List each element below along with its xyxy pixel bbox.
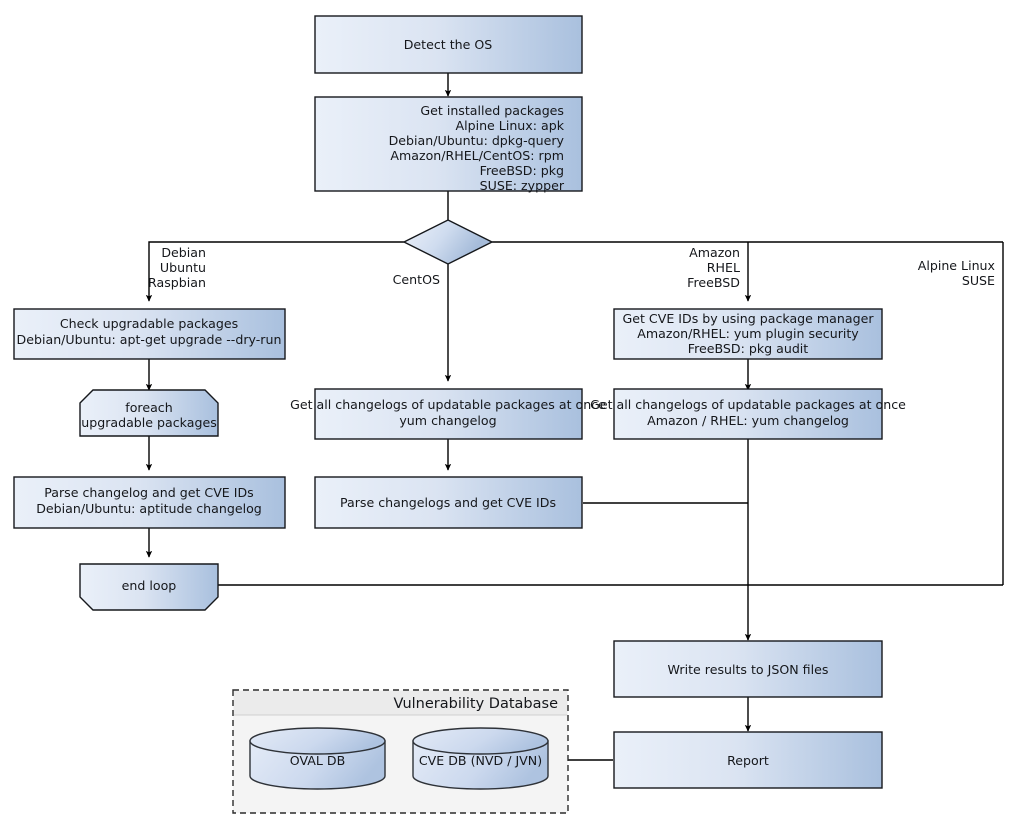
edge-label-amazon-1: RHEL xyxy=(707,260,740,275)
node-check-upgradable-line-1: Debian/Ubuntu: apt-get upgrade --dry-run xyxy=(17,332,282,347)
node-foreach-loop-line-0: foreach xyxy=(125,400,172,415)
node-get-installed-packages-line-2: Debian/Ubuntu: dpkg-query xyxy=(389,133,565,148)
node-get-installed-packages-line-3: Amazon/RHEL/CentOS: rpm xyxy=(390,148,564,163)
edge-label-debian-branch: Debian Ubuntu Raspbian xyxy=(148,245,206,290)
node-get-cve-pkgmgr-line-2: FreeBSD: pkg audit xyxy=(688,341,809,356)
node-oval-db[interactable]: OVAL DB xyxy=(249,727,386,790)
node-end-loop[interactable]: end loop xyxy=(79,563,219,611)
node-changelogs-rhel[interactable]: Get all changelogs of updatable packages… xyxy=(590,388,906,440)
node-detect-os-label: Detect the OS xyxy=(404,37,493,52)
node-changelogs-centos-line-1: yum changelog xyxy=(399,413,496,428)
node-get-cve-pkgmgr-line-1: Amazon/RHEL: yum plugin security xyxy=(637,326,859,341)
node-changelogs-centos-line-0: Get all changelogs of updatable packages… xyxy=(290,397,606,412)
node-parse-changelogs-centos-label: Parse changelogs and get CVE IDs xyxy=(340,495,556,510)
node-changelogs-rhel-line-1: Amazon / RHEL: yum changelog xyxy=(647,413,849,428)
node-detect-os[interactable]: Detect the OS xyxy=(314,15,583,74)
node-parse-changelog-debian-line-0: Parse changelog and get CVE IDs xyxy=(44,485,254,500)
node-write-json[interactable]: Write results to JSON files xyxy=(613,640,883,698)
node-write-json-label: Write results to JSON files xyxy=(668,662,829,677)
edge-label-centos-branch: CentOS xyxy=(393,272,440,287)
edge-label-alpine-branch: Alpine Linux SUSE xyxy=(918,258,996,288)
node-foreach-loop-line-1: upgradable packages xyxy=(81,415,217,430)
node-os-decision[interactable] xyxy=(402,219,494,265)
node-end-loop-label: end loop xyxy=(122,578,177,593)
node-check-upgradable[interactable]: Check upgradable packages Debian/Ubuntu:… xyxy=(13,308,286,360)
node-parse-changelogs-centos[interactable]: Parse changelogs and get CVE IDs xyxy=(314,476,583,529)
edge-label-alpine-0: Alpine Linux xyxy=(918,258,996,273)
edge-label-debian-2: Raspbian xyxy=(148,275,206,290)
node-get-installed-packages[interactable]: Get installed packages Alpine Linux: apk… xyxy=(314,96,583,193)
node-get-cve-pkgmgr-line-0: Get CVE IDs by using package manager xyxy=(622,311,874,326)
node-cve-db[interactable]: CVE DB (NVD / JVN) xyxy=(412,727,549,790)
edge-label-centos-0: CentOS xyxy=(393,272,440,287)
edge-label-amazon-0: Amazon xyxy=(689,245,740,260)
node-get-installed-packages-line-1: Alpine Linux: apk xyxy=(455,118,564,133)
node-changelogs-centos[interactable]: Get all changelogs of updatable packages… xyxy=(290,388,606,440)
node-foreach-loop[interactable]: foreach upgradable packages xyxy=(79,389,219,437)
group-vulnerability-database: Vulnerability Database OVAL DB CVE DB (N… xyxy=(232,689,569,814)
node-parse-changelog-debian-line-1: Debian/Ubuntu: aptitude changelog xyxy=(36,501,262,516)
edge-label-alpine-1: SUSE xyxy=(962,273,995,288)
node-oval-db-label: OVAL DB xyxy=(290,753,345,768)
group-vulnerability-database-title: Vulnerability Database xyxy=(394,696,559,712)
node-get-installed-packages-line-4: FreeBSD: pkg xyxy=(480,163,564,178)
edge-label-amazon-2: FreeBSD xyxy=(687,275,740,290)
node-cve-db-label: CVE DB (NVD / JVN) xyxy=(419,753,542,768)
edge-label-debian-1: Ubuntu xyxy=(160,260,206,275)
node-changelogs-rhel-line-0: Get all changelogs of updatable packages… xyxy=(590,397,906,412)
node-report-label: Report xyxy=(727,753,769,768)
node-get-installed-packages-line-0: Get installed packages xyxy=(420,103,564,118)
edge-label-amazon-branch: Amazon RHEL FreeBSD xyxy=(687,245,740,290)
node-check-upgradable-line-0: Check upgradable packages xyxy=(60,316,238,331)
node-get-installed-packages-line-5: SUSE: zypper xyxy=(480,178,565,193)
node-report[interactable]: Report xyxy=(613,731,883,789)
node-parse-changelog-debian[interactable]: Parse changelog and get CVE IDs Debian/U… xyxy=(13,476,286,529)
node-get-cve-pkgmgr[interactable]: Get CVE IDs by using package manager Ama… xyxy=(613,308,883,360)
edge-decision-left-bus xyxy=(145,241,404,302)
edges xyxy=(145,73,1004,761)
edge-label-debian-0: Debian xyxy=(161,245,206,260)
